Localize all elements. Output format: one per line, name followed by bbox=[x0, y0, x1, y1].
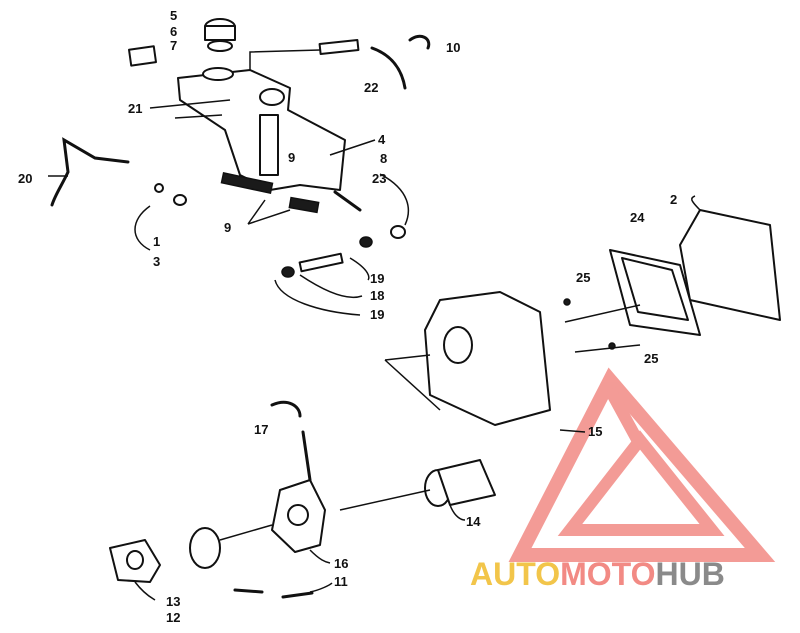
label-18: 18 bbox=[370, 288, 384, 303]
label-23: 23 bbox=[372, 171, 386, 186]
label-20: 20 bbox=[18, 171, 32, 186]
hose-11 bbox=[233, 588, 314, 599]
clamp-and-flange bbox=[109, 524, 273, 583]
label-8: 8 bbox=[380, 151, 387, 166]
carburetor bbox=[270, 400, 326, 553]
label-9-top: 9 bbox=[288, 150, 295, 165]
label-5: 5 bbox=[170, 8, 177, 23]
label-13: 13 bbox=[166, 594, 180, 609]
label-10: 10 bbox=[446, 40, 460, 55]
label-1: 1 bbox=[153, 234, 160, 249]
air-box bbox=[563, 209, 781, 353]
vent-hose bbox=[249, 34, 431, 90]
watermark-moto: MOTO bbox=[560, 556, 656, 592]
label-4: 4 bbox=[378, 132, 386, 147]
fuel-hose-18 bbox=[281, 225, 406, 278]
label-19-bottom: 19 bbox=[370, 307, 384, 322]
label-12: 12 bbox=[166, 610, 180, 625]
watermark-hub: HUB bbox=[655, 556, 725, 592]
decal bbox=[128, 45, 157, 67]
label-3: 3 bbox=[153, 254, 160, 269]
label-14: 14 bbox=[466, 514, 481, 529]
label-19-top: 19 bbox=[370, 271, 384, 286]
label-21: 21 bbox=[128, 101, 142, 116]
label-22: 22 bbox=[364, 80, 378, 95]
label-15: 15 bbox=[588, 424, 602, 439]
label-25-bottom: 25 bbox=[644, 351, 658, 366]
label-2: 2 bbox=[670, 192, 677, 207]
watermark-wordmark: AUTOMOTOHUB bbox=[470, 556, 725, 593]
label-9-bottom: 9 bbox=[224, 220, 231, 235]
fuel-line-20 bbox=[50, 137, 187, 207]
watermark-logo bbox=[508, 367, 776, 562]
label-24: 24 bbox=[630, 210, 645, 225]
label-16: 16 bbox=[334, 556, 348, 571]
leader-lines bbox=[48, 99, 701, 601]
label-6: 6 bbox=[170, 24, 177, 39]
part-labels: 5 6 7 10 22 21 4 9 8 20 23 2 24 9 1 3 19… bbox=[18, 8, 677, 625]
intake-boot bbox=[339, 459, 496, 511]
fuel-cap bbox=[204, 18, 236, 52]
air-silencer bbox=[384, 291, 551, 426]
watermark-auto: AUTO bbox=[470, 556, 561, 592]
fuel-tank bbox=[177, 67, 362, 214]
label-25-top: 25 bbox=[576, 270, 590, 285]
label-7: 7 bbox=[170, 38, 177, 53]
label-17: 17 bbox=[254, 422, 268, 437]
label-11: 11 bbox=[334, 574, 348, 589]
